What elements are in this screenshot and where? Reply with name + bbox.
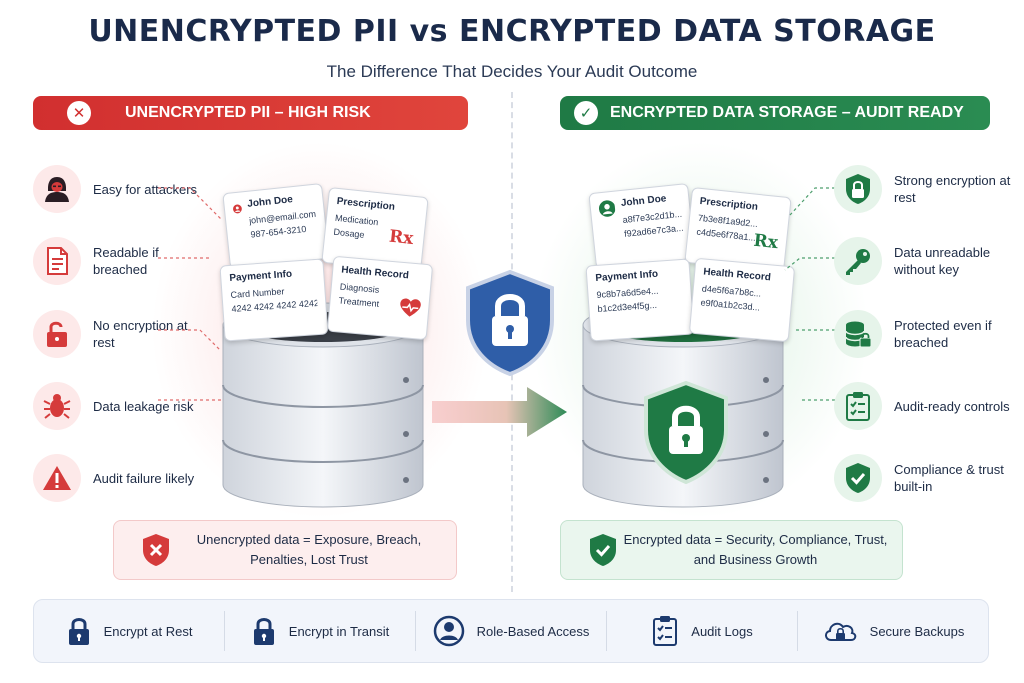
database-lock-icon [834,310,882,358]
cloud-lock-icon [824,622,856,641]
contact-name: John Doe [246,194,294,210]
padlock-icon [68,618,89,645]
encrypted-line: 9c8b7a6d5e4... [596,285,659,301]
user-icon [433,615,464,647]
bug-icon [33,382,81,430]
risk-item-label: Audit failure likely [93,470,195,486]
clipboard-icon [653,616,678,646]
encrypted-line: b1c2d3e4f5g... [597,299,658,314]
shield-check-icon [583,530,623,570]
right-connectors [784,187,835,401]
benefit-item: Data unreadable without key [834,236,1024,286]
shield-check-icon [834,454,882,502]
payment-line: Card Number [230,286,285,301]
benefit-item-label: Strong encryption at rest [894,173,1011,205]
transform-arrow [432,387,567,437]
feature-label: Secure Backups [869,623,965,639]
padlock-icon [253,618,274,645]
payment-card: Payment Info Card Number 4242 4242 4242 … [219,258,329,342]
document-icon [33,237,81,285]
encrypted-line: a8f7e3c2d1b... [622,208,683,225]
benefit-item: Audit-ready controls [834,381,1024,431]
rx-symbol: Rx [388,226,415,249]
feature-label: Encrypt in Transit [288,623,390,639]
shield-lock-icon [466,269,554,377]
unlocked-padlock-icon [33,310,81,358]
benefit-item-label: Compliance & trust built-in [894,462,1004,494]
checklist-icon [834,382,882,430]
risk-summary-text: Unencrypted data = Exposure, Breach, Pen… [196,532,422,567]
page-subtitle: The Difference That Decides Your Audit O… [326,62,698,81]
risk-item-label: No encryption at rest [93,318,188,350]
user-avatar-icon [598,200,616,217]
encrypted-banner-label: ENCRYPTED DATA STORAGE – AUDIT READY [610,104,964,121]
payment-title: Payment Info [595,268,659,285]
feature-encrypt-at-rest: Encrypt at Rest [34,611,225,651]
feature-encrypt-in-transit: Encrypt in Transit [225,611,416,651]
unencrypted-banner: ✕ UNENCRYPTED PII – HIGH RISK [33,96,468,130]
benefit-item: Protected even if breached [834,309,1024,359]
feature-label: Encrypt at Rest [103,623,193,639]
lock-shield-icon [834,165,882,213]
health-title: Health Record [702,266,772,284]
risk-item: Audit failure likely [33,453,233,503]
feature-bar: Encrypt at Rest Encrypt in Transit Role-… [33,599,989,663]
contact-name: John Doe [620,193,667,210]
key-icon [834,237,882,285]
green-shield-lock-icon [644,380,728,485]
secure-summary-text: Encrypted data = Security, Compliance, T… [623,532,888,567]
left-connectors [158,187,225,401]
encrypted-line: f92ad6e7c3a... [623,222,684,239]
benefit-item-label: Data unreadable without key [894,245,991,277]
feature-label: Audit Logs [691,623,753,639]
page-title: UNENCRYPTED PII vs ENCRYPTED DATA STORAG… [88,14,936,49]
health-title: Health Record [340,264,410,282]
risk-item-label: Readable if breached [93,245,159,277]
benefit-item: Strong encryption at rest [834,164,1024,214]
hacker-icon [33,165,81,213]
encrypted-payment-card: Payment Info 9c8b7a6d5e4... b1c2d3e4f5g.… [585,258,695,342]
check-icon: ✓ [574,101,598,125]
health-record-card: Health Record Diagnosis Treatment [326,255,434,341]
feature-label: Role-Based Access [476,623,590,639]
benefit-item: Compliance & trust built-in [834,453,1024,503]
feature-audit-logs: Audit Logs [607,611,798,651]
encrypted-contact-card: John Doe a8f7e3c2d1b... f92ad6e7c3a... [588,182,696,270]
risk-item: Data leakage risk [33,381,233,431]
feature-role-based-access: Role-Based Access [416,611,607,651]
encrypted-banner: ✓ ENCRYPTED DATA STORAGE – AUDIT READY [560,96,990,130]
contact-card: John Doe john@email.com 987-654-3210 [222,182,330,270]
shield-x-icon [136,530,176,570]
benefit-item-label: Audit-ready controls [894,398,1010,414]
encrypted-line: e9f0a1b2c3d... [700,297,761,313]
user-avatar-icon [233,204,242,214]
heart-icon [400,298,421,317]
risk-summary: Unencrypted data = Exposure, Breach, Pen… [113,520,457,580]
close-icon: ✕ [67,101,91,125]
risk-item-label: Easy for attackers [93,181,198,197]
risk-item: Readable if breached [33,236,233,286]
payment-line: 4242 4242 4242 4242 [231,297,318,314]
risk-item-label: Data leakage risk [93,398,194,414]
benefit-item-label: Protected even if breached [894,318,992,350]
secure-summary: Encrypted data = Security, Compliance, T… [560,520,903,580]
risk-item: Easy for attackers [33,164,233,214]
prescription-title: Prescription [699,195,759,213]
feature-secure-backups: Secure Backups [798,611,988,651]
unencrypted-banner-label: UNENCRYPTED PII – HIGH RISK [125,104,371,121]
prescription-title: Prescription [336,195,396,213]
risk-item: No encryption at rest [33,309,233,359]
rx-symbol: Rx [752,230,779,254]
payment-title: Payment Info [229,268,293,285]
warning-icon [33,454,81,502]
contact-phone: 987-654-3210 [250,223,307,240]
